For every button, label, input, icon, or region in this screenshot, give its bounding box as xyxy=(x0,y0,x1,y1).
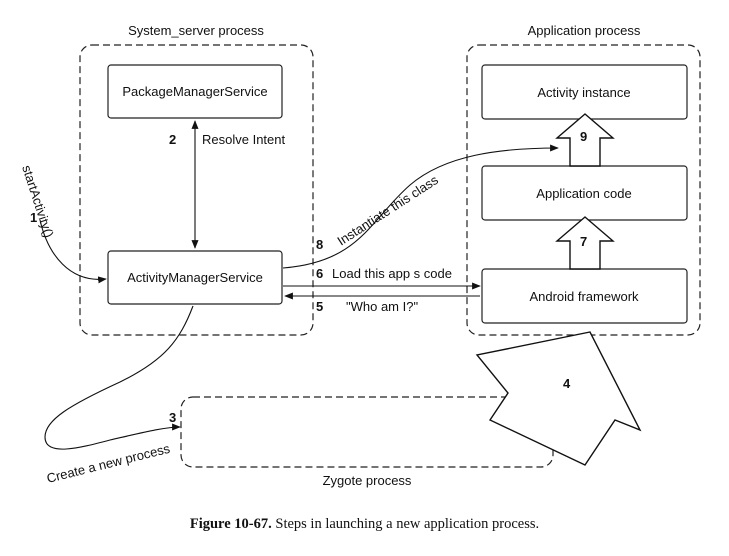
step3-arrow xyxy=(44,305,194,450)
figure-caption-text: Steps in launching a new application pro… xyxy=(275,516,540,532)
step8-number: 8 xyxy=(316,237,323,252)
step4-number: 4 xyxy=(563,376,571,391)
android-framework-label: Android framework xyxy=(529,289,639,304)
system-server-region xyxy=(79,44,314,336)
step6-number: 6 xyxy=(316,266,323,281)
step1-label: startActivity() xyxy=(19,163,56,239)
package-manager-label: PackageManagerService xyxy=(122,84,267,99)
zygote-region xyxy=(180,396,554,468)
step4-block-arrow xyxy=(475,331,642,466)
step8-label: Instantiate this class xyxy=(334,172,441,249)
application-title: Application process xyxy=(528,23,641,38)
activity-manager-label: ActivityManagerService xyxy=(127,270,263,285)
step9-number: 9 xyxy=(580,129,587,144)
step1-arrow xyxy=(39,219,107,284)
step2-label: Resolve Intent xyxy=(202,132,285,147)
step9-block-arrow xyxy=(555,113,615,167)
step8-arrow xyxy=(282,144,559,269)
package-manager-box xyxy=(107,64,283,119)
system-server-title: System_server process xyxy=(128,23,264,38)
step7-number: 7 xyxy=(580,234,587,249)
step7-block-arrow xyxy=(555,216,615,270)
step5-number: 5 xyxy=(316,299,323,314)
activity-instance-label: Activity instance xyxy=(537,85,630,100)
zygote-title: Zygote process xyxy=(323,473,412,488)
step1-number: 1 xyxy=(30,210,37,225)
step6-label: Load this app s code xyxy=(332,266,452,281)
step3-number: 3 xyxy=(169,410,176,425)
figure-number: Figure 10-67. xyxy=(189,516,272,532)
activity-manager-box xyxy=(107,250,283,305)
step3-label: Create a new process xyxy=(45,441,172,486)
application-code-label: Application code xyxy=(536,186,631,201)
step2-number: 2 xyxy=(169,132,176,147)
step5-label: "Who am I?" xyxy=(346,299,418,314)
figure-caption: Figure 10-67. Steps in launching a new a… xyxy=(0,516,729,533)
